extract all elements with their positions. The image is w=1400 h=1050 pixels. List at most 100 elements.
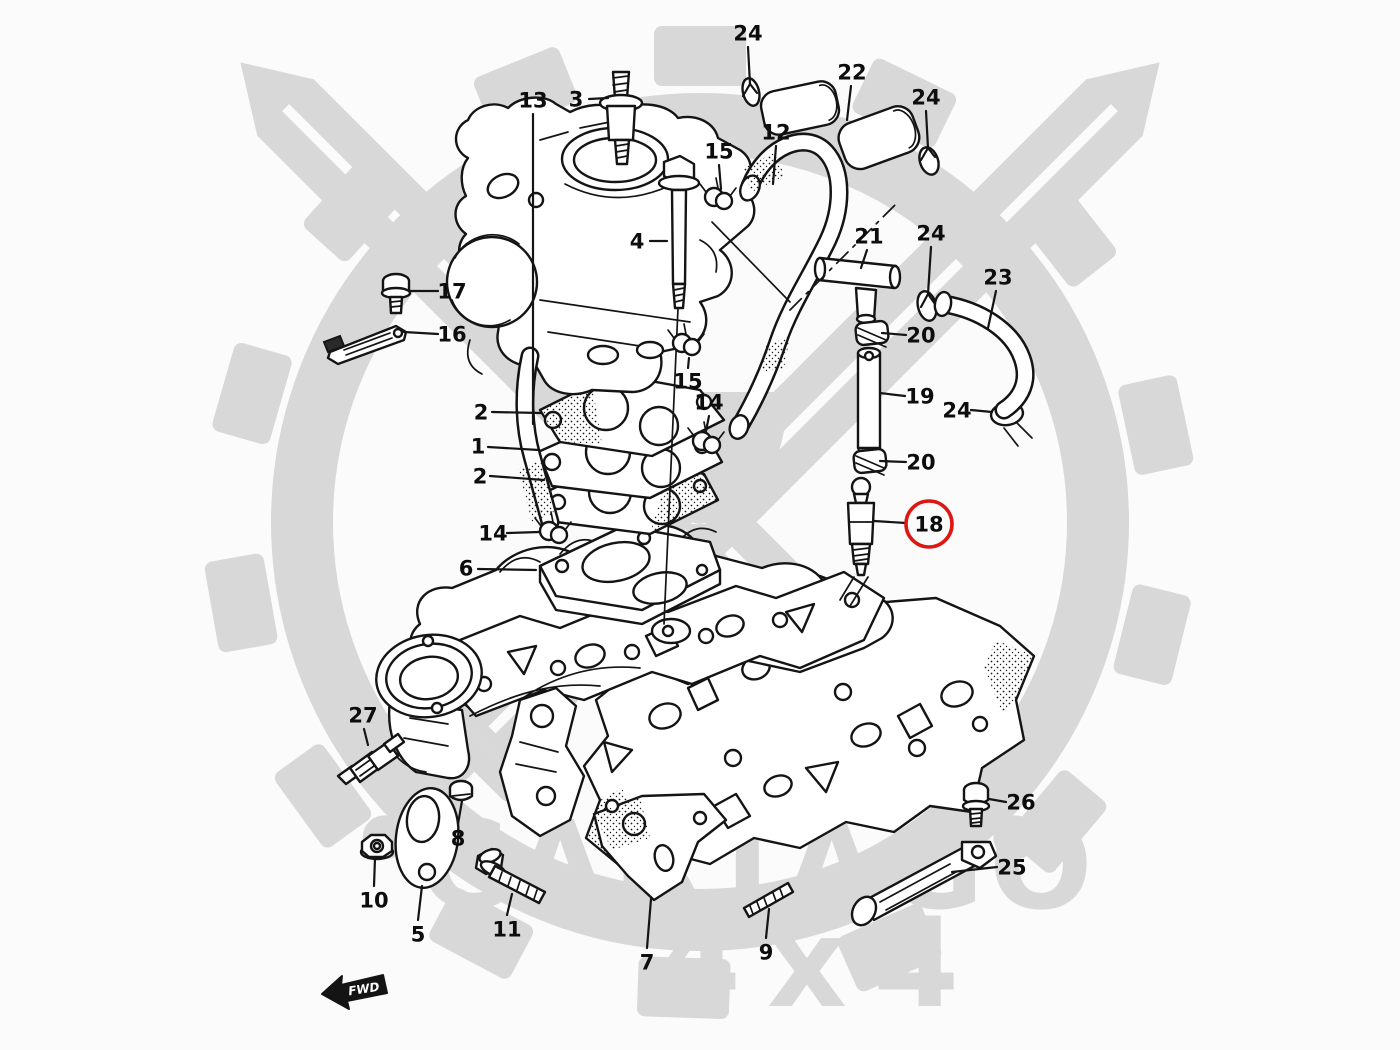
- callout-15-1[interactable]: 15: [704, 140, 734, 191]
- callout-number: 15: [673, 370, 702, 394]
- callout-4[interactable]: 4: [630, 230, 669, 254]
- leader-line: [476, 567, 538, 572]
- callout-9[interactable]: 9: [759, 907, 774, 965]
- leader-fork: [741, 82, 759, 98]
- part-clamp-14a: [687, 421, 725, 455]
- part-pipe-21: [813, 256, 902, 325]
- callout-15-2[interactable]: 15: [673, 356, 703, 394]
- callout-number: 14: [694, 391, 723, 415]
- part-bolt-11: [474, 847, 547, 905]
- callout-number: 10: [359, 889, 388, 913]
- callout-2-1[interactable]: 2: [474, 401, 543, 425]
- leader-line: [969, 408, 994, 414]
- callout-3[interactable]: 3: [569, 88, 610, 112]
- callout-11[interactable]: 11: [492, 892, 522, 942]
- leader-line: [986, 289, 998, 330]
- part-spacer-6: [538, 524, 722, 626]
- leader-fork: [919, 146, 937, 162]
- callout-24-1[interactable]: 24: [733, 22, 763, 98]
- callout-16[interactable]: 16: [402, 323, 467, 347]
- leader-line: [845, 84, 853, 122]
- callout-24-2[interactable]: 24: [911, 86, 941, 162]
- leader-line: [771, 144, 778, 186]
- callout-27[interactable]: 27: [348, 704, 378, 747]
- leader-line: [746, 45, 752, 86]
- leader-line: [859, 248, 869, 270]
- callout-number: 14: [478, 522, 507, 546]
- leader-line: [505, 892, 514, 917]
- part-nut-10: [359, 833, 395, 861]
- callout-number: 24: [916, 222, 945, 246]
- callout-number: 19: [905, 385, 934, 409]
- callout-10[interactable]: 10: [359, 856, 389, 913]
- leader-line: [486, 445, 541, 452]
- callout-number: 24: [911, 86, 940, 110]
- callout-7[interactable]: 7: [640, 897, 655, 975]
- callout-14-2[interactable]: 14: [478, 522, 541, 546]
- callout-6[interactable]: 6: [459, 557, 538, 581]
- callout-number: 12: [761, 121, 790, 145]
- callout-number: 21: [854, 225, 883, 249]
- part-gasket-2a: [538, 372, 726, 458]
- part-pcv-valve-18: [839, 476, 876, 607]
- callout-24-3[interactable]: 24: [916, 222, 946, 309]
- leader-line: [490, 410, 543, 415]
- callout-number: 25: [997, 856, 1026, 880]
- callout-number: 17: [437, 280, 466, 304]
- callout-19[interactable]: 19: [878, 385, 935, 409]
- callout-number: 9: [759, 941, 774, 965]
- callout-number: 7: [640, 951, 655, 975]
- leader-line: [704, 414, 711, 433]
- callout-number: 24: [733, 22, 762, 46]
- assembly-axis-lines: [711, 201, 899, 311]
- callout-number: 23: [983, 266, 1012, 290]
- callout-2-2[interactable]: 2: [473, 465, 546, 489]
- leader-line: [987, 797, 1008, 804]
- leader-line: [872, 519, 908, 525]
- callout-number: 16: [437, 323, 466, 347]
- callout-26[interactable]: 26: [987, 791, 1036, 815]
- part-clamp-20a: [854, 319, 890, 348]
- part-clamp-14b: [534, 511, 572, 545]
- callout-number: 26: [1006, 791, 1035, 815]
- callout-17[interactable]: 17: [407, 280, 467, 304]
- leader-line: [362, 727, 370, 747]
- part-clamp-15b: [667, 323, 705, 357]
- callout-24-4[interactable]: 24: [942, 399, 994, 423]
- callout-14-1[interactable]: 14: [694, 391, 724, 433]
- callout-1[interactable]: 1: [471, 435, 541, 459]
- part-bolt-4: [657, 154, 701, 625]
- callout-12[interactable]: 12: [761, 121, 791, 186]
- callout-23[interactable]: 23: [983, 266, 1013, 330]
- leader-line: [416, 884, 424, 922]
- callout-5[interactable]: 5: [411, 884, 426, 947]
- callout-number: 11: [492, 918, 521, 942]
- watermark-model-text: 4x4: [655, 892, 986, 1036]
- leader-line: [926, 245, 933, 296]
- callout-13[interactable]: 13: [518, 89, 548, 426]
- callout-20-2[interactable]: 20: [878, 451, 936, 475]
- callout-number: 2: [474, 401, 489, 425]
- leader-line: [686, 356, 691, 370]
- callout-8[interactable]: 8: [451, 799, 466, 851]
- fwd-label: FWD: [347, 980, 380, 999]
- callout-20-1[interactable]: 20: [880, 324, 936, 348]
- callout-21[interactable]: 21: [854, 225, 884, 270]
- callout-25[interactable]: 25: [950, 856, 1027, 880]
- part-hose-12: [728, 132, 849, 440]
- callout-number: 2: [473, 465, 488, 489]
- callout-22[interactable]: 22: [837, 61, 867, 122]
- leader-fork: [919, 292, 937, 309]
- callout-number: 5: [411, 923, 426, 947]
- part-bracket-16: [322, 324, 408, 366]
- callout-number: 1: [471, 435, 486, 459]
- callout-18[interactable]: 18: [872, 499, 954, 549]
- part-hose-22a: [759, 80, 841, 136]
- part-hose-22b: [837, 105, 921, 171]
- callout-number: 8: [451, 827, 466, 851]
- leader-line: [880, 331, 908, 337]
- leader-line: [764, 907, 771, 940]
- part-clamp-15a: [699, 177, 737, 211]
